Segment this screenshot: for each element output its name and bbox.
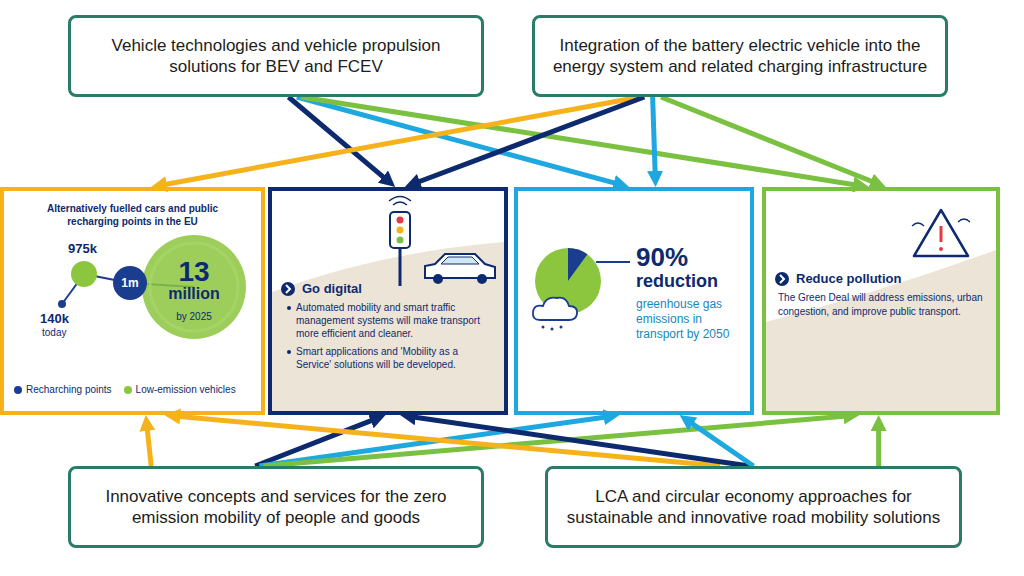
legend: Recharching points Low-emission vehicles xyxy=(14,384,236,395)
digital-illustration-part xyxy=(397,217,404,224)
emission-pie-part xyxy=(533,298,577,320)
digital-illustration-part xyxy=(272,242,504,411)
connector-arrow xyxy=(661,97,877,183)
pollution-illustration-part xyxy=(914,210,968,256)
pollution-illustration-part xyxy=(939,247,943,251)
growth-chart-part xyxy=(58,300,66,308)
digital-illustration-part xyxy=(281,282,295,296)
info-panel: Alternatively fuelled cars and public re… xyxy=(0,187,265,415)
figure-caption: greenhouse gas emissions in transport by… xyxy=(636,297,744,342)
legend-swatch xyxy=(14,386,22,394)
panel-heading: Go digital xyxy=(302,281,492,297)
legend-item: Recharching points xyxy=(14,384,112,395)
emission-pie-part xyxy=(568,248,587,281)
info-panel: Reduce pollutionThe Green Deal will addr… xyxy=(762,187,1000,415)
digital-illustration xyxy=(272,197,504,412)
digital-illustration-part xyxy=(399,245,402,286)
digital-illustration-part xyxy=(389,197,411,206)
digital-illustration-part xyxy=(397,227,404,234)
topic-box: Integration of the battery electric vehi… xyxy=(532,15,948,97)
legend-label: Recharching points xyxy=(26,384,112,395)
panel-heading: Reduce pollution xyxy=(796,271,986,287)
legend-swatch xyxy=(124,386,132,394)
digital-illustration-part xyxy=(390,212,410,248)
bullet-text: Automated mobility and smart traffic man… xyxy=(296,301,496,340)
connector-arrow xyxy=(876,425,881,466)
digital-illustration-part xyxy=(477,274,487,284)
growth-chart xyxy=(58,235,246,339)
chart-title: Alternatively fuelled cars and public re… xyxy=(20,203,245,228)
legend-label: Low-emission vehicles xyxy=(136,384,236,395)
pollution-illustration xyxy=(766,210,996,411)
connector-arrow xyxy=(147,425,151,466)
connector-arrow xyxy=(688,421,754,466)
digital-illustration-part xyxy=(286,285,290,293)
data-value: 975k xyxy=(68,241,108,256)
pollution-illustration-part xyxy=(940,226,943,242)
topic-box: Vehicle technologies and vehicle propuls… xyxy=(68,15,484,97)
digital-illustration-part xyxy=(441,257,479,264)
pollution-illustration-part xyxy=(775,272,789,286)
digital-illustration-part xyxy=(397,237,404,244)
growth-chart-part xyxy=(142,235,246,339)
topic-text: LCA and circular economy approaches for … xyxy=(562,486,945,529)
connector-arrow xyxy=(414,97,644,183)
data-caption: today xyxy=(42,327,82,338)
emission-pie-part xyxy=(551,328,554,331)
topic-text: Integration of the battery electric vehi… xyxy=(549,35,931,78)
pollution-illustration-part xyxy=(766,250,996,411)
connector-arrow xyxy=(264,416,850,466)
emission-pie-part xyxy=(596,261,630,263)
info-panel: Go digitalAutomated mobility and smart t… xyxy=(268,187,508,415)
data-value: 13 million xyxy=(154,257,234,303)
topic-text: Innovative concepts and services for the… xyxy=(85,486,467,529)
connector-arrow xyxy=(653,97,656,177)
key-figure: 90% reduction xyxy=(636,243,740,291)
emission-pie xyxy=(533,248,630,331)
connector-arrow xyxy=(410,416,749,466)
data-value: 1m xyxy=(113,276,147,290)
digital-illustration-part xyxy=(425,254,495,278)
topic-box: LCA and circular economy approaches for … xyxy=(545,466,962,548)
info-panel: 90% reduction greenhouse gas emissions in… xyxy=(514,187,754,415)
legend-item: Low-emission vehicles xyxy=(124,384,236,395)
topic-box: Innovative concepts and services for the… xyxy=(68,466,484,548)
data-value: 140k xyxy=(40,311,80,326)
growth-chart-part xyxy=(113,266,147,300)
topic-text: Vehicle technologies and vehicle propuls… xyxy=(85,35,467,78)
connector-arrow xyxy=(161,97,640,185)
emission-pie-part xyxy=(560,326,563,329)
pollution-illustration-part xyxy=(780,275,784,283)
data-caption: by 2025 xyxy=(159,311,229,322)
growth-chart-part xyxy=(71,261,97,287)
digital-illustration-part xyxy=(433,274,443,284)
pollution-illustration-part xyxy=(912,219,970,226)
panel-body: The Green Deal will address emissions, u… xyxy=(778,291,988,318)
bullet-text: Smart applications and 'Mobility as a Se… xyxy=(296,345,496,371)
growth-chart-part xyxy=(150,243,238,331)
emission-pie-part xyxy=(542,326,545,329)
